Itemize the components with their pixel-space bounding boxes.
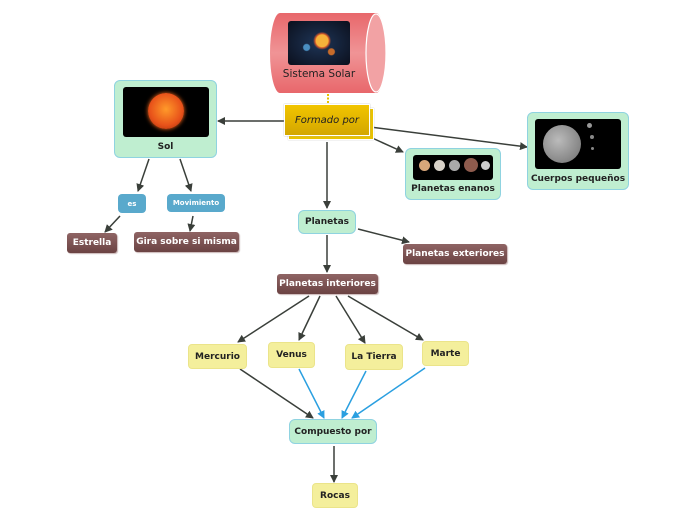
node-label: Estrella (72, 238, 112, 248)
edge-formado-enanos (369, 136, 404, 153)
asteroid-image (535, 119, 621, 169)
edge-interiores-marte (347, 295, 424, 341)
node-planetas-enanos[interactable]: Planetas enanos (405, 148, 501, 200)
node-label: es (127, 199, 137, 208)
node-label: Gira sobre si misma (136, 237, 237, 247)
edge-interiores-tierra (335, 295, 366, 344)
edge-mercurio-compuesto (239, 368, 314, 419)
node-label: Marte (430, 348, 461, 359)
edge-interiores-venus (298, 295, 321, 341)
node-label: Venus (276, 350, 307, 360)
node-label: Planetas enanos (411, 184, 495, 194)
node-gira[interactable]: Gira sobre si misma (134, 232, 239, 252)
node-estrella[interactable]: Estrella (67, 233, 117, 253)
node-label: La Tierra (351, 352, 397, 362)
node-cuerpos-pequenos[interactable]: Cuerpos pequeños (527, 112, 629, 190)
node-marte[interactable]: Marte (422, 341, 469, 366)
node-label: Planetas interiores (279, 279, 376, 289)
node-label: Compuesto por (294, 426, 372, 437)
node-planetas-exteriores[interactable]: Planetas exteriores (403, 244, 507, 264)
node-venus[interactable]: Venus (268, 342, 315, 368)
node-label: Cuerpos pequeños (530, 174, 626, 184)
root-label: Sistema Solar (282, 68, 356, 80)
node-label: Planetas exteriores (405, 249, 505, 259)
node-label: Movimiento (172, 199, 220, 207)
edge-movimiento-gira (187, 215, 196, 232)
node-label: Planetas (305, 217, 349, 227)
node-compuesto-por[interactable]: Compuesto por (289, 419, 377, 444)
node-rocas[interactable]: Rocas (312, 483, 358, 508)
node-label: Mercurio (195, 351, 240, 362)
sun-image (122, 87, 209, 137)
edge-venus-compuesto (298, 368, 325, 419)
node-label: Sol (157, 142, 174, 152)
node-planetas[interactable]: Planetas (298, 210, 356, 234)
edge-es-estrella (104, 215, 121, 233)
edge-sol-movimiento (179, 158, 193, 192)
node-la-tierra[interactable]: La Tierra (345, 344, 403, 370)
solar-system-image (288, 21, 350, 65)
node-sol[interactable]: Sol (114, 80, 217, 158)
node-planetas-interiores[interactable]: Planetas interiores (277, 274, 378, 294)
dwarf-planets-image (413, 155, 493, 180)
edge-planetas-exteriores (357, 228, 410, 245)
edge-marte-compuesto (351, 367, 426, 419)
node-label: Rocas (320, 490, 350, 501)
root-node-sistema-solar[interactable]: Sistema Solar (270, 13, 388, 93)
node-es[interactable]: es (118, 194, 146, 213)
node-mercurio[interactable]: Mercurio (188, 344, 247, 369)
edge-formado-cuerpos (369, 126, 528, 151)
edge-tierra-compuesto (341, 370, 367, 419)
connector-formado-por[interactable]: Formado por (284, 104, 374, 140)
node-movimiento[interactable]: Movimiento (167, 194, 225, 212)
edge-sol-es (136, 158, 150, 192)
edge-interiores-mercurio (237, 295, 310, 343)
connector-label: Formado por (294, 114, 360, 126)
